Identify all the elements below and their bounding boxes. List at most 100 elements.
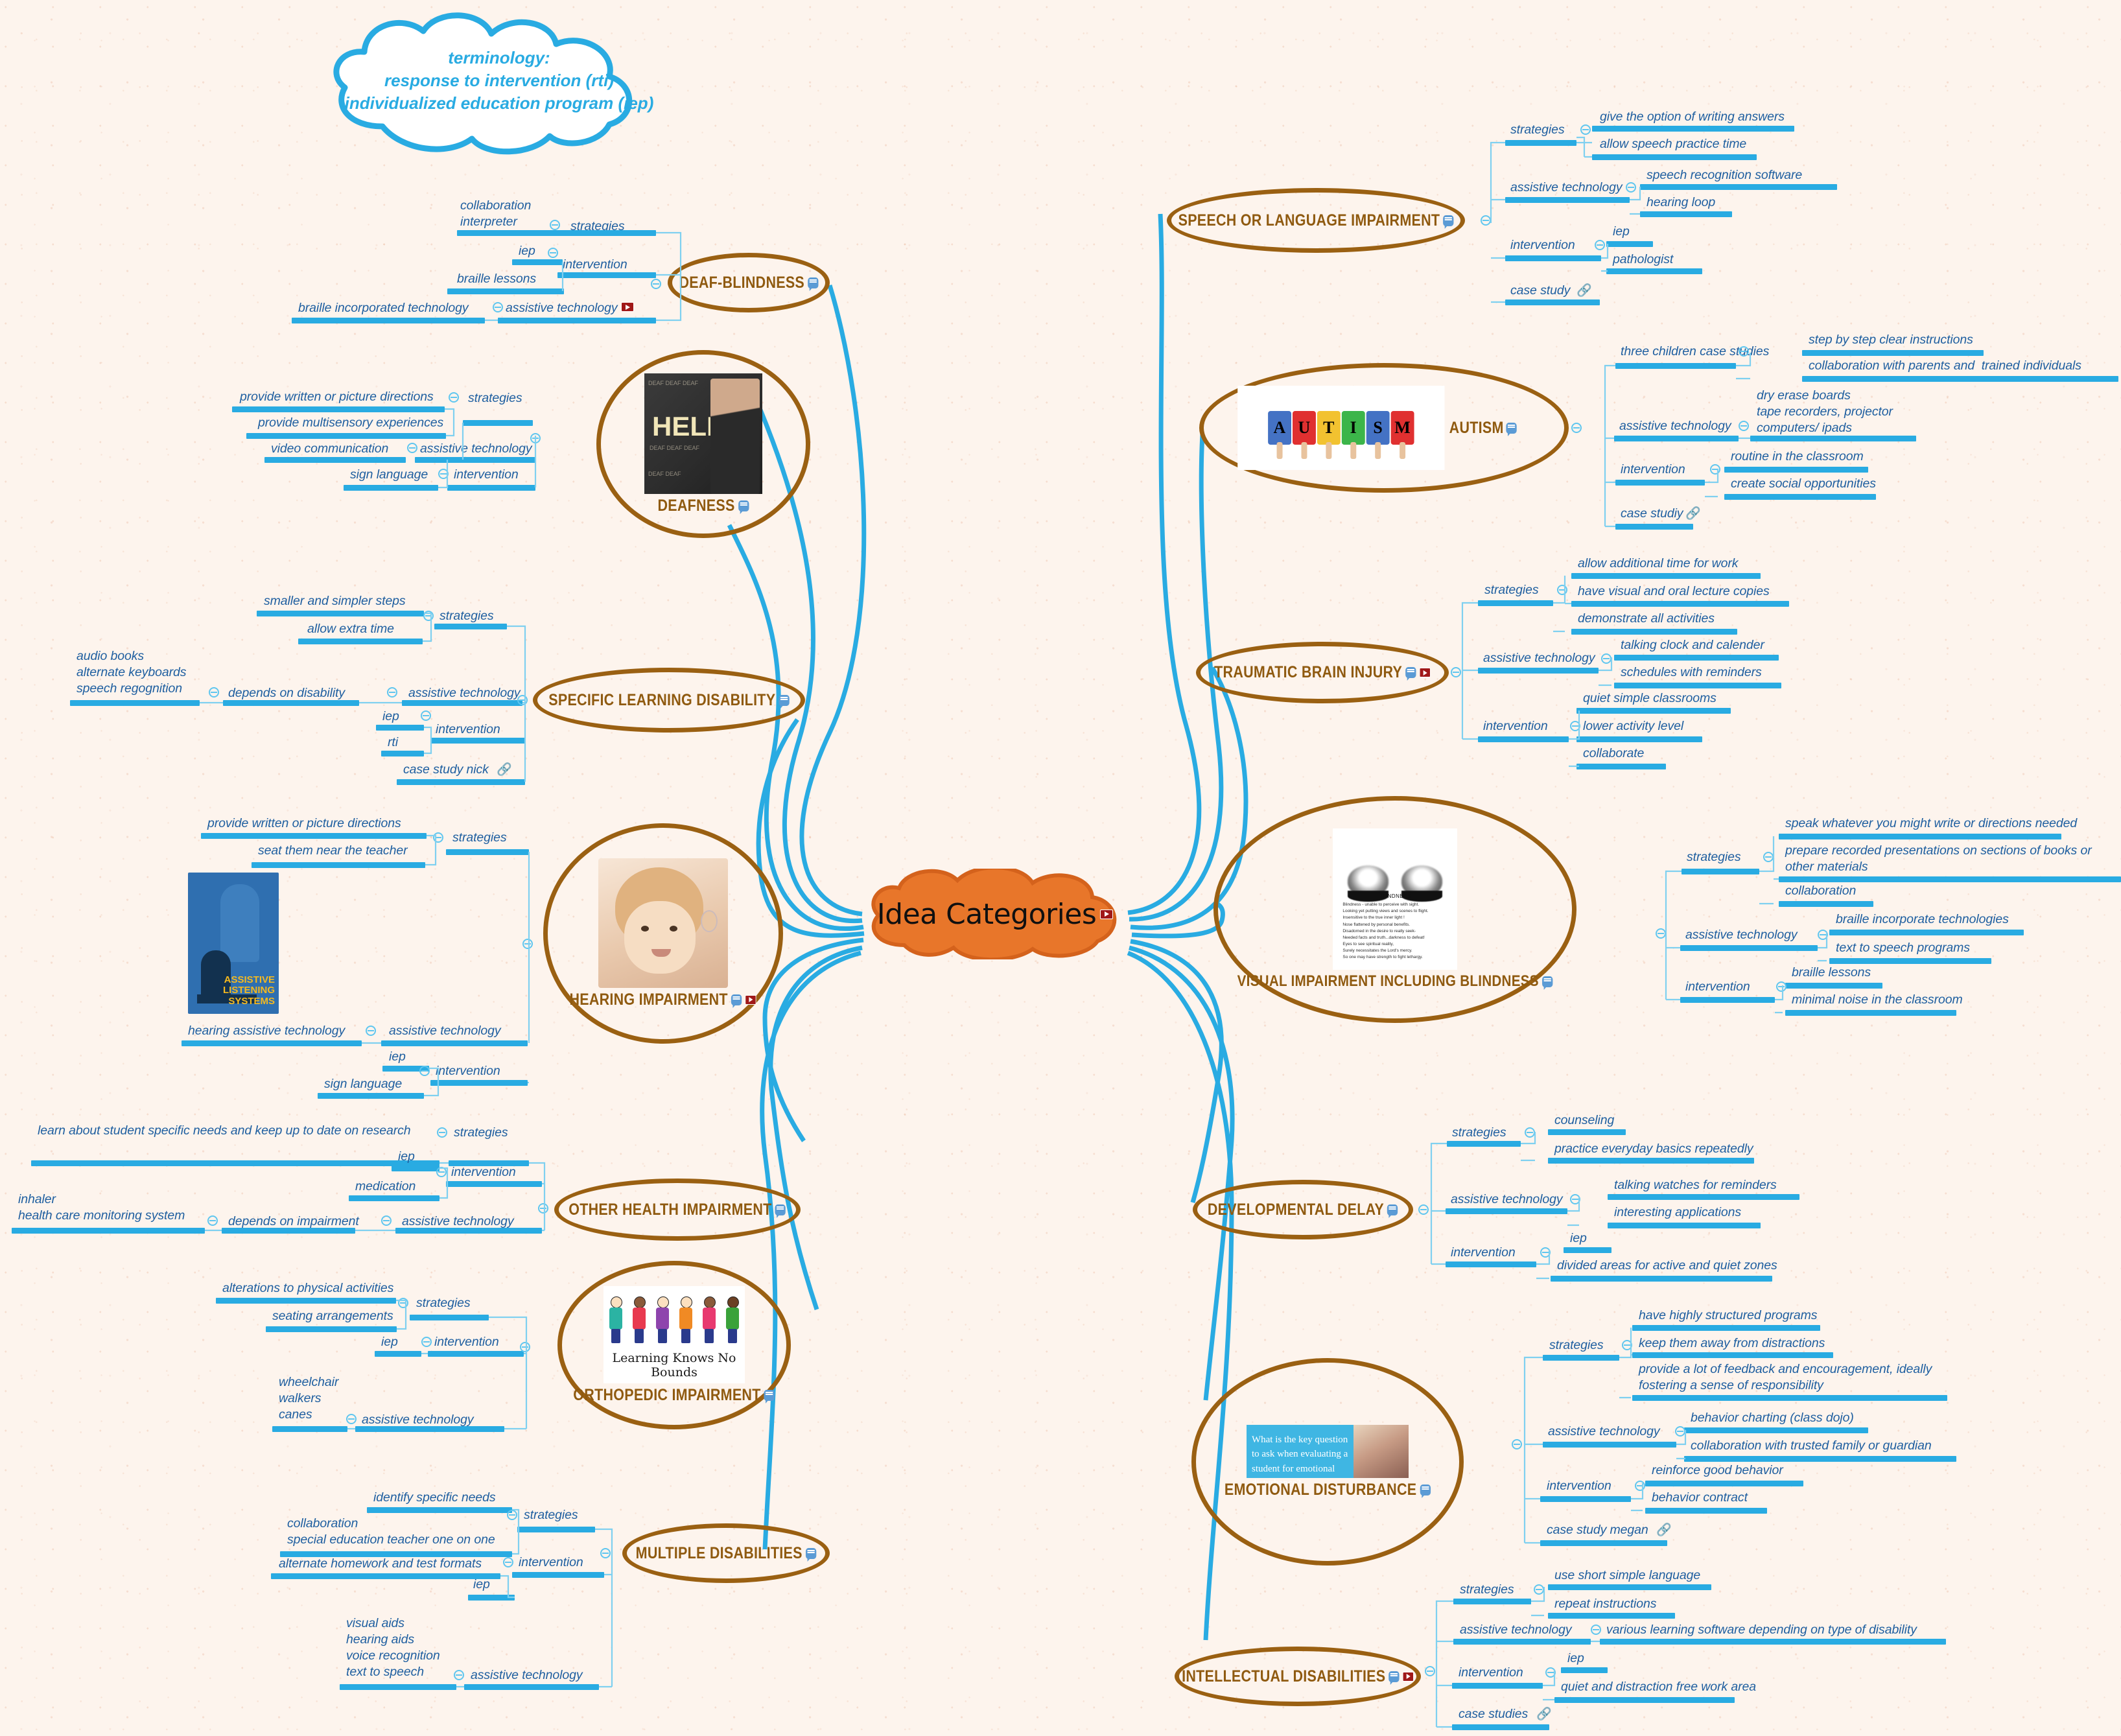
- leaf-oi-strategies[interactable]: strategies: [416, 1296, 471, 1310]
- leaf-dd-talking-watches[interactable]: talking watches for reminders: [1614, 1178, 1777, 1192]
- leaf-sli-writing-answers[interactable]: give the option of writing answers: [1600, 110, 1785, 124]
- leaf-ohi-learn-needs[interactable]: learn about student specific needs and k…: [38, 1123, 411, 1138]
- leaf-md-strategies[interactable]: strategies: [524, 1508, 578, 1522]
- leaf-ed-strategies[interactable]: strategies: [1549, 1338, 1604, 1352]
- leaf-ed-assistive-technology[interactable]: assistive technology: [1548, 1424, 1660, 1438]
- leaf-hi-strategies[interactable]: strategies: [452, 830, 507, 845]
- leaf-oi-seating-arrangements[interactable]: seating arrangements: [272, 1309, 393, 1323]
- leaf-hi-sign-language[interactable]: sign language: [324, 1077, 403, 1091]
- note-icon[interactable]: [775, 1204, 786, 1218]
- leaf-df-sign-language[interactable]: sign language: [350, 467, 428, 482]
- leaf-hi-hearing-assistive-technology[interactable]: hearing assistive technology: [188, 1024, 346, 1038]
- leaf-hi-iep[interactable]: iep: [389, 1050, 406, 1064]
- category-emotional-disturbance[interactable]: What is the key question to ask when eva…: [1191, 1358, 1464, 1566]
- category-autism[interactable]: A U T I S M AUTISM: [1199, 363, 1569, 493]
- leaf-ed-structured-programs[interactable]: have highly structured programs: [1639, 1308, 1818, 1322]
- category-developmental-delay[interactable]: DEVELOPMENTAL DELAY: [1193, 1180, 1413, 1239]
- leaf-db-assistive-technology[interactable]: assistive technology: [506, 301, 618, 315]
- leaf-au-collaboration-parents[interactable]: collaboration with parents and trained i…: [1809, 358, 2081, 373]
- leaf-vi-text-to-speech[interactable]: text to speech programs: [1836, 941, 1970, 955]
- leaf-hi-intervention[interactable]: intervention: [436, 1064, 500, 1078]
- leaf-md-collaboration[interactable]: collaboration special education teacher …: [287, 1516, 495, 1547]
- leaf-df-written-directions[interactable]: provide written or picture directions: [240, 390, 434, 404]
- category-deafness[interactable]: HELP DEAF DEAF DEAF DEAF DEAF DEAF DEAF …: [596, 350, 810, 538]
- leaf-md-alternate-homework[interactable]: alternate homework and test formats: [279, 1556, 482, 1571]
- category-deaf-blindness[interactable]: DEAF-BLINDNESS: [668, 253, 830, 312]
- leaf-tbi-talking-clock[interactable]: talking clock and calender: [1621, 638, 1764, 652]
- link-icon[interactable]: 🔗: [1576, 284, 1592, 298]
- leaf-sli-assistive-technology[interactable]: assistive technology: [1510, 180, 1623, 194]
- category-hearing-impairment[interactable]: HEARING IMPAIRMENT: [543, 823, 783, 1044]
- leaf-dd-assistive-technology[interactable]: assistive technology: [1451, 1192, 1563, 1206]
- leaf-dd-counseling[interactable]: counseling: [1554, 1113, 1615, 1127]
- leaf-tbi-intervention[interactable]: intervention: [1483, 719, 1548, 733]
- category-speech-or-language-impairment[interactable]: SPEECH OR LANGUAGE IMPAIRMENT: [1167, 188, 1465, 253]
- leaf-id-short-simple-language[interactable]: use short simple language: [1554, 1568, 1701, 1582]
- leaf-sli-pathologist[interactable]: pathologist: [1613, 252, 1674, 266]
- category-orthopedic-impairment[interactable]: Learning Knows No Bounds ORTHOPEDIC IMPA…: [557, 1261, 791, 1429]
- leaf-db-iep[interactable]: iep: [519, 244, 535, 258]
- note-icon[interactable]: [738, 500, 749, 514]
- leaf-md-identify-needs[interactable]: identify specific needs: [373, 1490, 496, 1505]
- category-visual-impairment-including-blindness[interactable]: BLINDNESS Blindness - unable to perceive…: [1213, 796, 1576, 1023]
- leaf-sli-hearing-loop[interactable]: hearing loop: [1646, 195, 1716, 209]
- leaf-ohi-strategies[interactable]: strategies: [454, 1125, 508, 1140]
- video-icon[interactable]: [1100, 909, 1114, 919]
- leaf-md-assistive-technology[interactable]: assistive technology: [471, 1668, 583, 1682]
- leaf-id-intervention[interactable]: intervention: [1459, 1665, 1523, 1680]
- leaf-ed-behavior-contract[interactable]: behavior contract: [1652, 1490, 1748, 1505]
- leaf-tbi-additional-time[interactable]: allow additional time for work: [1578, 556, 1739, 570]
- leaf-vi-assistive-technology[interactable]: assistive technology: [1685, 928, 1798, 942]
- leaf-ohi-iep[interactable]: iep: [398, 1149, 415, 1164]
- leaf-id-various-software[interactable]: various learning software depending on t…: [1606, 1623, 1917, 1637]
- leaf-sld-iep[interactable]: iep: [382, 709, 399, 723]
- leaf-ed-feedback-encouragement[interactable]: provide a lot of feedback and encouragem…: [1639, 1362, 1932, 1392]
- leaf-md-visual-aids[interactable]: visual aids hearing aids voice recogniti…: [346, 1616, 440, 1679]
- note-icon[interactable]: [805, 1547, 817, 1562]
- leaf-ed-away-from-distractions[interactable]: keep them away from distractions: [1639, 1336, 1825, 1350]
- leaf-sld-case-study-nick[interactable]: case study nick: [403, 762, 489, 777]
- leaf-dd-iep[interactable]: iep: [1570, 1231, 1587, 1245]
- leaf-dd-strategies[interactable]: strategies: [1452, 1125, 1506, 1140]
- leaf-id-assistive-technology[interactable]: assistive technology: [1460, 1623, 1572, 1637]
- leaf-vi-prepare-recorded[interactable]: prepare recorded presentations on sectio…: [1785, 843, 2092, 874]
- leaf-df-video-communication[interactable]: video communication: [271, 441, 389, 456]
- leaf-sld-assistive-technology[interactable]: assistive technology: [408, 686, 521, 700]
- leaf-ed-intervention[interactable]: intervention: [1547, 1479, 1611, 1493]
- leaf-au-routine-classroom[interactable]: routine in the classroom: [1731, 449, 1864, 463]
- note-icon[interactable]: [1443, 215, 1454, 229]
- leaf-oi-alterations[interactable]: alterations to physical activities: [222, 1281, 394, 1295]
- leaf-oi-wheelchair[interactable]: wheelchair walkers canes: [279, 1375, 339, 1422]
- leaf-dd-practice-basics[interactable]: practice everyday basics repeatedly: [1554, 1142, 1753, 1156]
- link-icon[interactable]: 🔗: [497, 763, 512, 777]
- leaf-ohi-inhaler[interactable]: inhaler health care monitoring system: [18, 1192, 185, 1223]
- note-icon[interactable]: [764, 1389, 775, 1403]
- note-icon[interactable]: [1405, 667, 1416, 681]
- center-node-idea-categories[interactable]: Idea Categories: [859, 869, 1131, 959]
- leaf-sld-allow-extra-time[interactable]: allow extra time: [307, 622, 394, 636]
- category-multiple-disabilities[interactable]: MULTIPLE DISABILITIES: [622, 1523, 830, 1583]
- leaf-vi-speak-directions[interactable]: speak whatever you might write or direct…: [1785, 816, 2078, 830]
- leaf-sld-strategies[interactable]: strategies: [439, 609, 494, 623]
- leaf-au-step-by-step[interactable]: step by step clear instructions: [1809, 333, 1973, 347]
- leaf-tbi-lower-activity[interactable]: lower activity level: [1583, 719, 1684, 733]
- leaf-id-iep[interactable]: iep: [1567, 1651, 1584, 1665]
- leaf-sli-case-study[interactable]: case study: [1510, 283, 1571, 298]
- video-icon[interactable]: [621, 302, 634, 312]
- note-icon[interactable]: [808, 277, 819, 291]
- leaf-vi-collaboration[interactable]: collaboration: [1785, 884, 1857, 898]
- leaf-au-case-studiy[interactable]: case studiy: [1621, 506, 1683, 521]
- leaf-db-collaboration[interactable]: collaboration interpreter: [460, 198, 532, 229]
- leaf-tbi-assistive-technology[interactable]: assistive technology: [1483, 651, 1595, 665]
- leaf-dd-divided-areas[interactable]: divided areas for active and quiet zones: [1557, 1258, 1777, 1273]
- leaf-hi-seat-near-teacher[interactable]: seat them near the teacher: [258, 843, 408, 858]
- leaf-oi-iep[interactable]: iep: [381, 1335, 398, 1349]
- note-icon[interactable]: [1420, 1484, 1431, 1498]
- leaf-sld-depends-on-disability[interactable]: depends on disability: [228, 686, 346, 700]
- leaf-au-assistive-technology[interactable]: assistive technology: [1619, 419, 1731, 433]
- leaf-md-intervention[interactable]: intervention: [519, 1555, 583, 1569]
- leaf-sli-intervention[interactable]: intervention: [1510, 238, 1575, 252]
- video-icon[interactable]: [1402, 1671, 1414, 1682]
- leaf-tbi-visual-oral-copies[interactable]: have visual and oral lecture copies: [1578, 584, 1770, 598]
- leaf-id-quiet-work-area[interactable]: quiet and distraction free work area: [1561, 1680, 1756, 1694]
